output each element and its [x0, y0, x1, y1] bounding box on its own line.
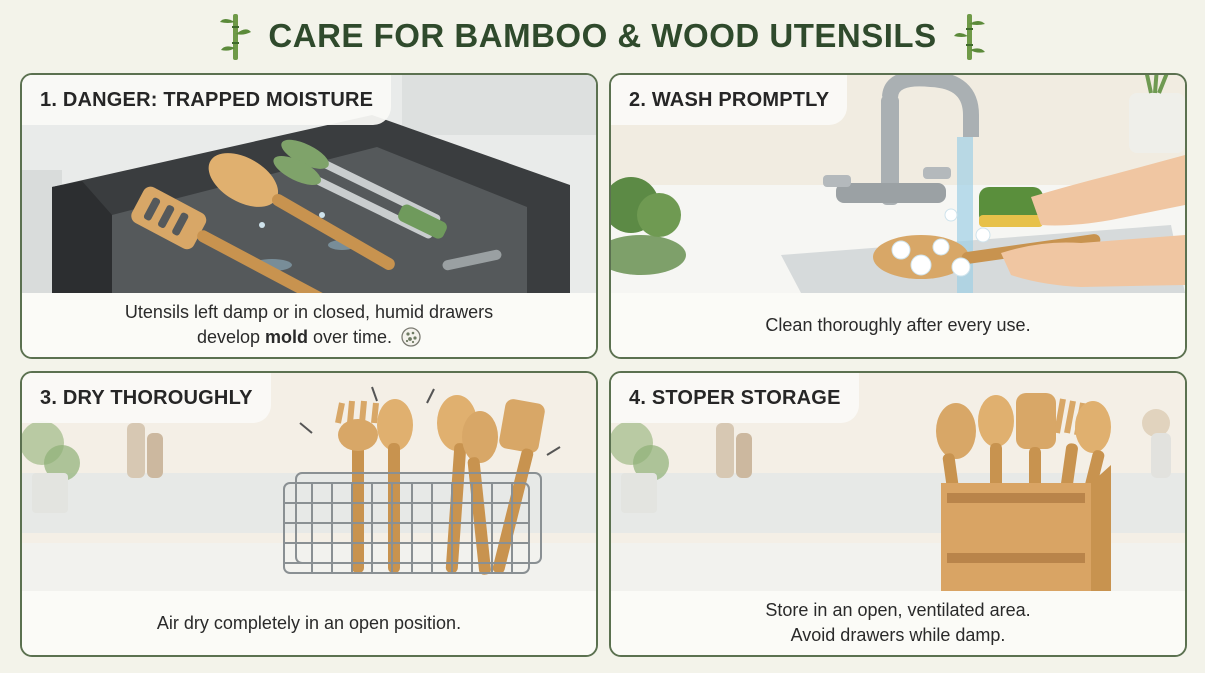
panel-trapped-moisture: 1. DANGER: TRAPPED MOISTURE Utensils lef… — [20, 73, 598, 359]
panel-caption: Clean thoroughly after every use. — [611, 293, 1185, 357]
caption-line: develop mold over time. — [197, 325, 421, 350]
caption-emphasis: mold — [265, 327, 308, 347]
panel-proper-storage: 4. STOPER STORAGE Store in an open, vent… — [609, 371, 1187, 657]
panel-caption: Utensils left damp or in closed, humid d… — [22, 293, 596, 357]
caption-text: develop — [196, 327, 265, 347]
panel-wash-promptly: 2. WASH PROMPTLY Clean thoroughly after … — [609, 73, 1187, 359]
bamboo-icon — [953, 14, 985, 60]
panel-title: 2. WASH PROMPTLY — [611, 75, 848, 125]
panel-caption: Store in an open, ventilated area. Avoid… — [611, 591, 1185, 655]
caption-line: Store in an open, ventilated area. — [765, 600, 1031, 620]
caption-line: Avoid drawers while damp. — [790, 625, 1006, 645]
caption-line: Utensils left damp or in closed, humid d… — [124, 302, 494, 322]
caption-line: Clean thoroughly after every use. — [765, 314, 1031, 335]
drying-rack-illustration — [22, 373, 596, 591]
panel-title: 1. DANGER: TRAPPED MOISTURE — [22, 75, 392, 125]
page-header: CARE FOR BAMBOO & WOOD UTENSILS — [0, 0, 1205, 72]
bamboo-icon — [220, 14, 252, 60]
panel-caption: Air dry completely in an open position. — [22, 591, 596, 655]
panel-title: 3. DRY THOROUGHLY — [22, 373, 271, 423]
mold-icon — [401, 327, 421, 347]
panel-dry-thoroughly: 3. DRY THOROUGHLY Air dry completely in … — [20, 371, 598, 657]
caption-text: over time. — [308, 327, 393, 347]
page-title: CARE FOR BAMBOO & WOOD UTENSILS — [268, 17, 937, 54]
caption-line: Air dry completely in an open position. — [156, 612, 462, 633]
panel-title: 4. STOPER STORAGE — [611, 373, 859, 423]
